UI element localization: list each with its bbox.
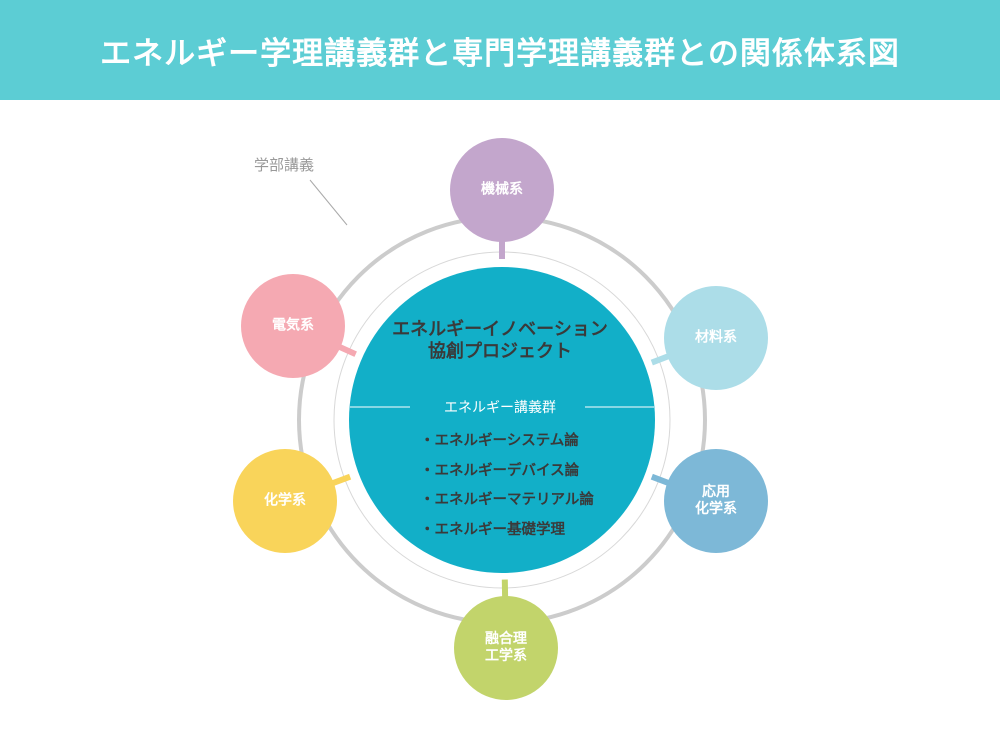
course-list: ・エネルギーシステム論 ・エネルギーデバイス論 ・エネルギーマテリアル論 ・エネ… — [420, 430, 594, 548]
department-label: 化学系 — [264, 492, 306, 509]
department-circle — [454, 596, 558, 700]
faculty-label: 学部講義 — [254, 156, 315, 174]
department-label: 電気系 — [272, 317, 314, 334]
department-circle — [450, 138, 554, 242]
department-label: 材料系 — [695, 329, 737, 346]
department-circle — [233, 449, 337, 553]
department-circle — [664, 449, 768, 553]
department-label: 融合理 工学系 — [485, 631, 527, 664]
course-item: ・エネルギーシステム論 — [420, 433, 579, 449]
department-label: 機械系 — [481, 181, 523, 198]
course-item: ・エネルギーマテリアル論 — [420, 492, 594, 508]
department-circle — [664, 286, 768, 390]
group-label: エネルギー講義群 — [444, 400, 556, 416]
course-item: ・エネルギーデバイス論 — [420, 462, 580, 479]
page-title: エネルギー学理講義群と専門学理講義群との関係体系図 — [100, 35, 900, 72]
center-title: エネルギーイノベーション 協創プロジェクト — [392, 319, 608, 362]
header-banner: エネルギー学理講義群と専門学理講義群との関係体系図 — [0, 0, 1000, 100]
center-circle — [349, 267, 655, 573]
department-label: 応用 化学系 — [695, 484, 737, 517]
course-item: ・エネルギー基礎学理 — [420, 521, 565, 538]
department-circle — [241, 274, 345, 378]
faculty-pointer-line — [309, 179, 348, 226]
